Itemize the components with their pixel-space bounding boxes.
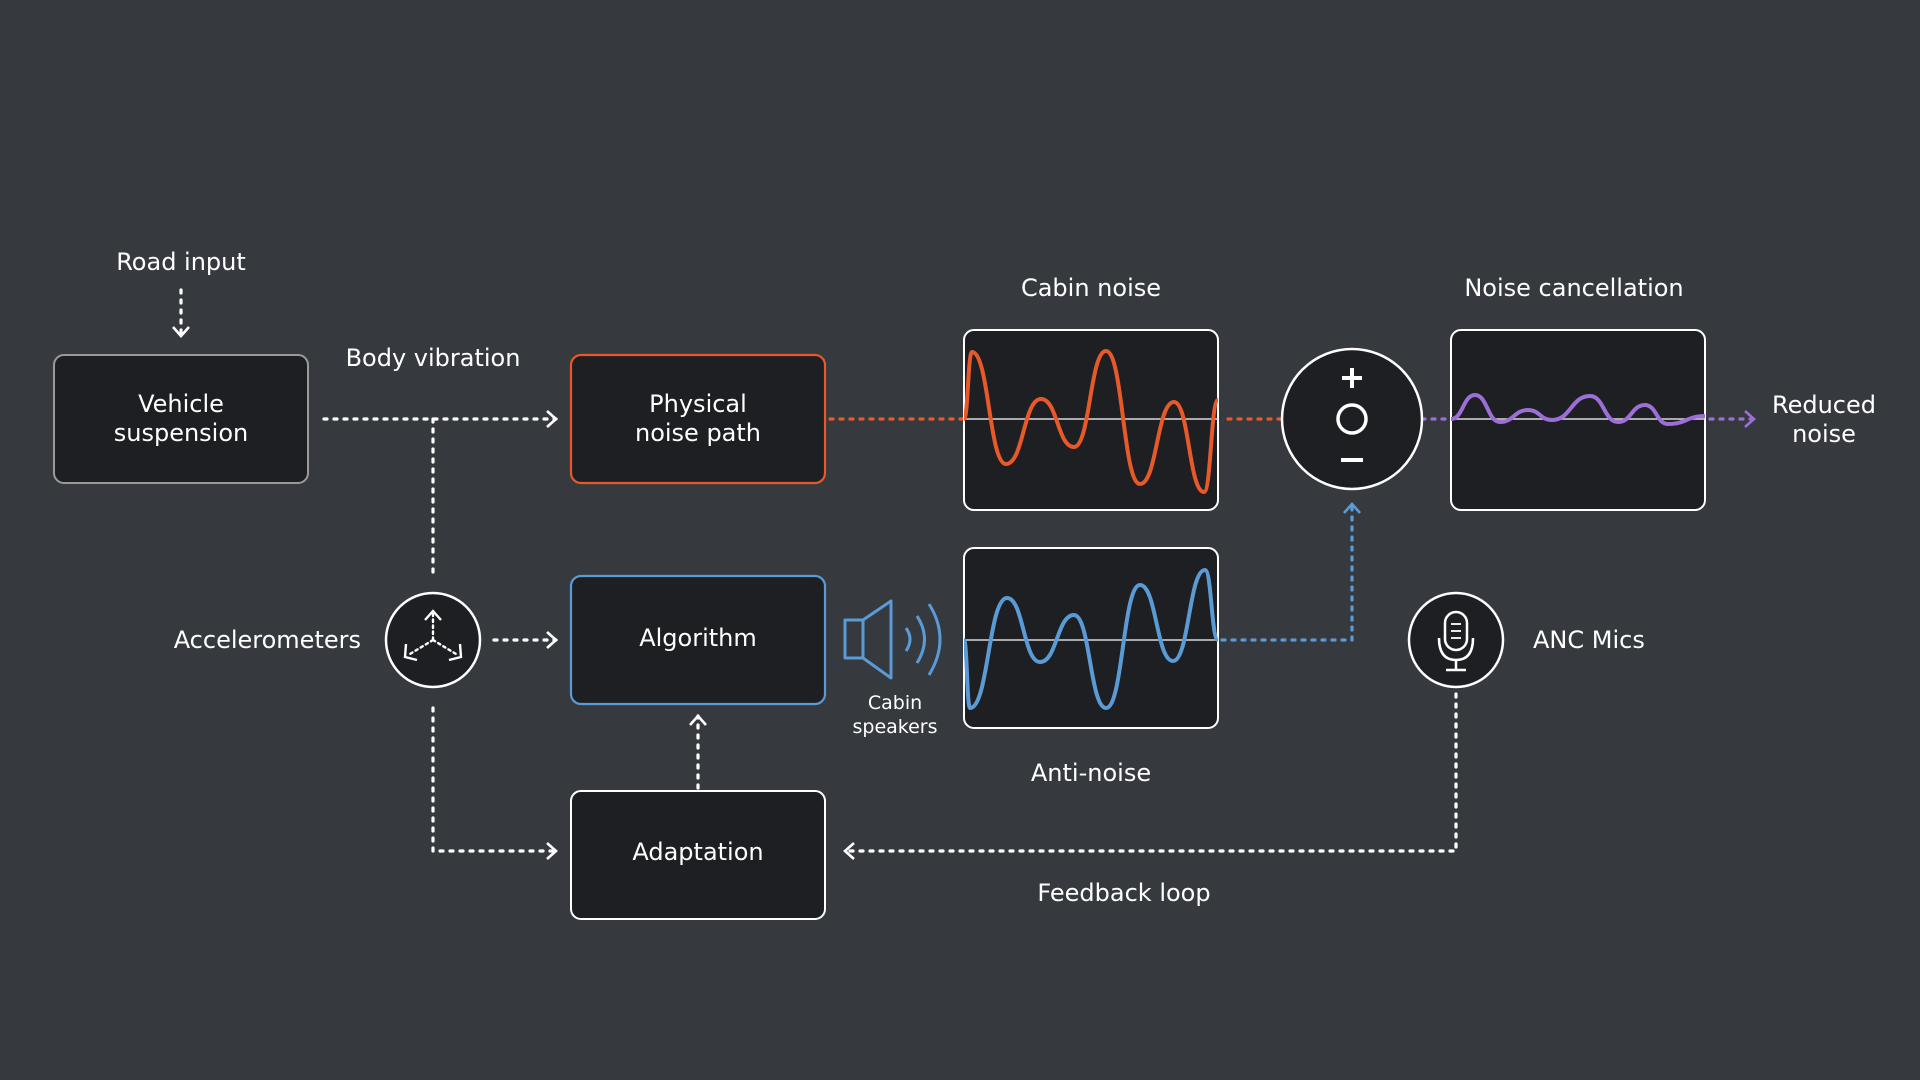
anti-noise-label: Anti-noise: [1031, 759, 1151, 787]
cabin-speakers-label-2: speakers: [852, 716, 937, 738]
accelerometer-to-adaptation-arrow: [431, 706, 558, 860]
physical-noise-path-box: Physical noise path: [569, 353, 827, 485]
body-vibration-label: Body vibration: [346, 344, 521, 372]
anti-noise-waveform: [964, 567, 1218, 711]
vehicle-suspension-box: Vehicle suspension: [53, 354, 309, 484]
feedback-loop-label: Feedback loop: [1037, 879, 1210, 907]
reduced-noise-label-2: noise: [1792, 420, 1856, 448]
speaker-icon: [843, 599, 942, 680]
accelerometer-icon: [384, 591, 482, 689]
anti-noise-panel: [963, 547, 1219, 729]
adaptation-label: Adaptation: [632, 838, 763, 866]
road-input-label: Road input: [116, 248, 246, 276]
accelerometers-label: Accelerometers: [174, 626, 361, 654]
anti-noise-to-summing-arrow: [1220, 502, 1361, 642]
vehicle-suspension-label-2: suspension: [114, 419, 249, 447]
anc-mics-label: ANC Mics: [1533, 626, 1645, 654]
noise-cancellation-label: Noise cancellation: [1464, 274, 1683, 302]
summing-junction-icon: [1280, 347, 1424, 491]
cabin-noise-panel: [963, 329, 1219, 511]
algorithm-box: Algorithm: [569, 574, 827, 706]
algorithm-label: Algorithm: [639, 624, 757, 652]
noise-cancellation-panel: [1450, 329, 1706, 511]
reduced-noise-waveform: [1451, 392, 1705, 427]
reduced-noise-label-1: Reduced: [1772, 391, 1876, 419]
cabin-noise-waveform: [964, 348, 1218, 495]
cabin-noise-label: Cabin noise: [1021, 274, 1161, 302]
feedback-loop-arrow: [843, 692, 1458, 860]
microphone-icon: [1407, 591, 1505, 689]
physical-noise-path-label-1: Physical: [649, 390, 747, 418]
vehicle-suspension-label-1: Vehicle: [138, 390, 224, 418]
adaptation-box: Adaptation: [570, 790, 826, 920]
physical-noise-path-label-2: noise path: [635, 419, 761, 447]
cabin-speakers-label-1: Cabin: [868, 692, 922, 714]
